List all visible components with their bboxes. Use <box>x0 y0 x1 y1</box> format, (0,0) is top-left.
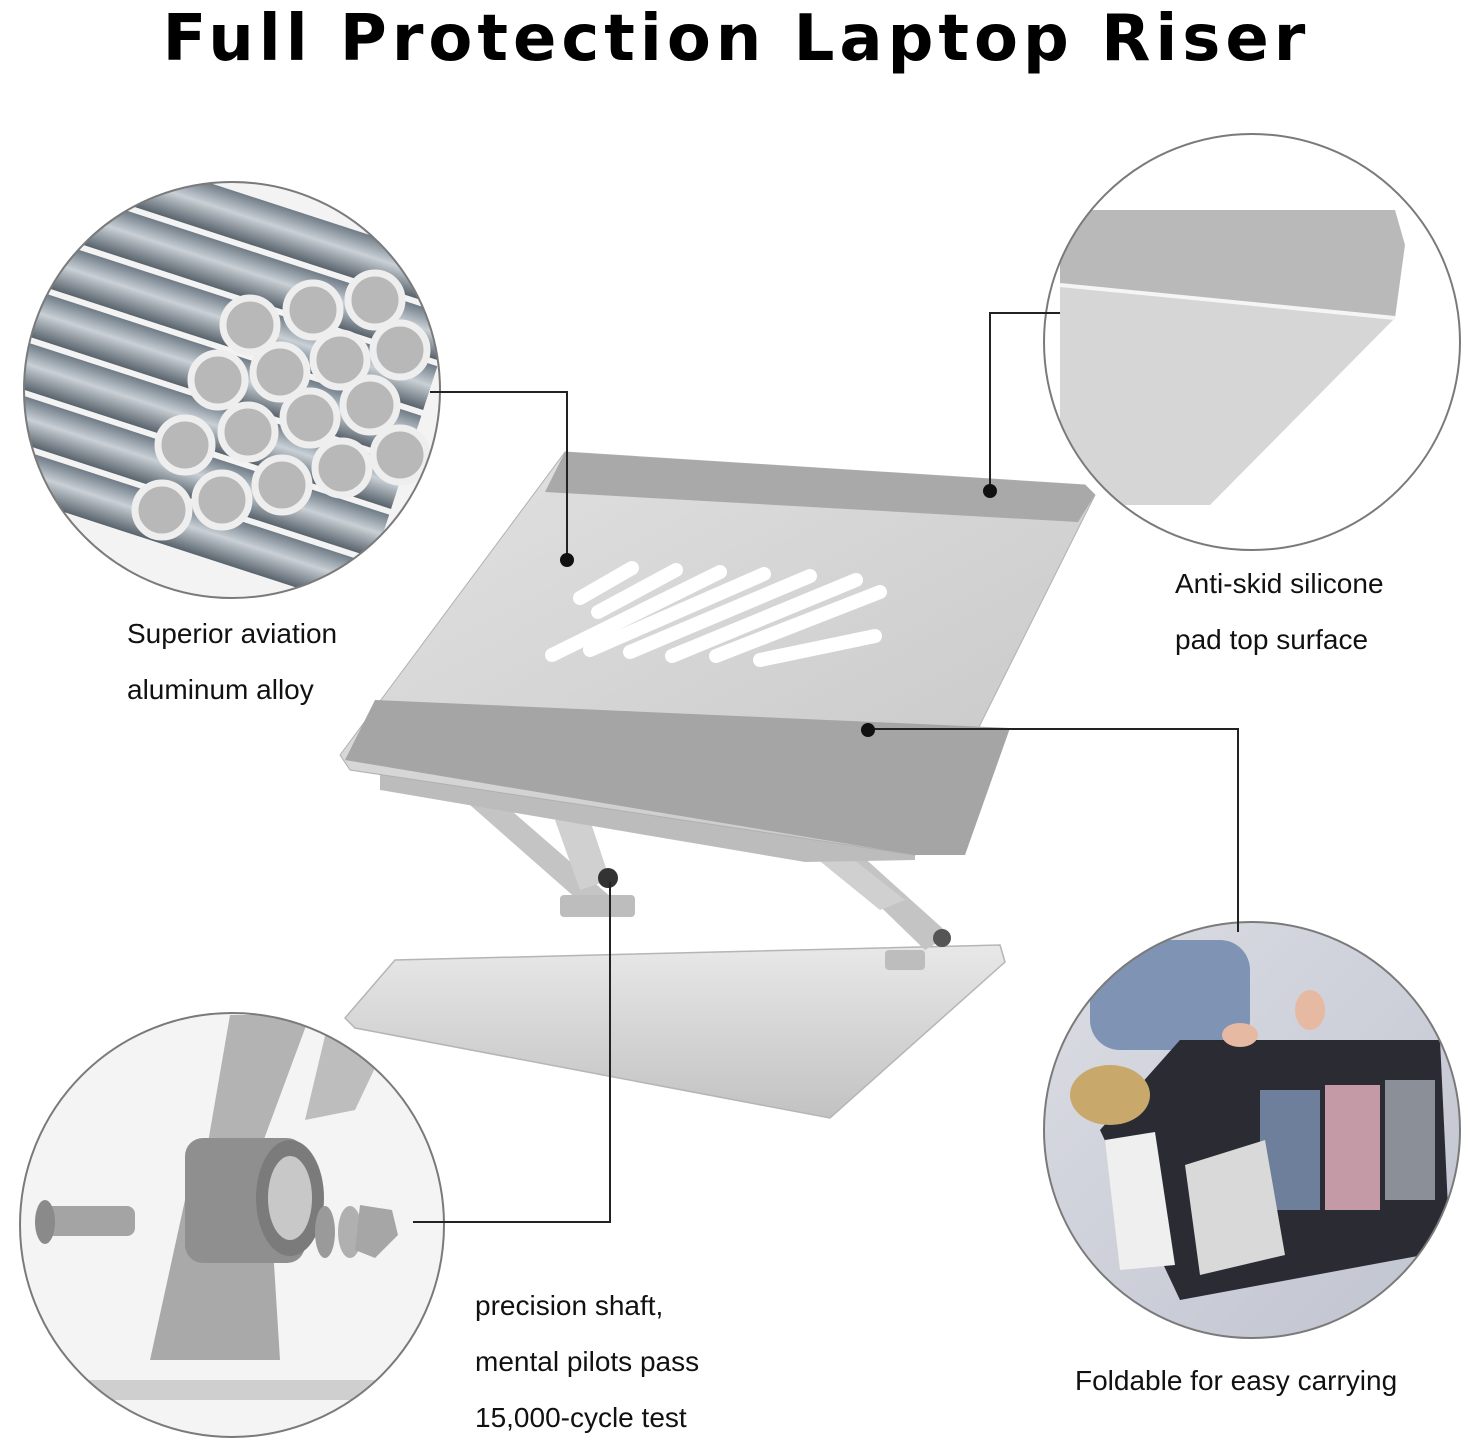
shaft-detail-circle <box>20 1013 444 1437</box>
alloy-detail-circle <box>24 182 440 598</box>
stand-base <box>343 944 1006 1119</box>
leader-lines <box>413 312 1239 1223</box>
caption-pad-line-1: Anti-skid silicone <box>1175 568 1384 599</box>
page-title: Full Protection Laptop Riser <box>162 2 1311 76</box>
caption-pad: Anti-skid silicone pad top surface <box>1175 556 1384 668</box>
caption-shaft-line-1: precision shaft, <box>475 1290 664 1321</box>
caption-alloy-line-1: Superior aviation <box>127 618 338 649</box>
caption-fold-line-1: Foldable for easy carrying <box>1075 1365 1398 1396</box>
caption-shaft: precision shaft, mental pilots pass 15,0… <box>475 1278 699 1446</box>
pad-detail-circle <box>1044 134 1460 550</box>
laptop-stand <box>339 451 1096 1119</box>
fold-detail-circle <box>1044 922 1460 1338</box>
fold-circle-border <box>1043 921 1461 1339</box>
caption-alloy-line-2: aluminum alloy <box>127 674 314 705</box>
vent-slots <box>545 561 887 667</box>
caption-fold: Foldable for easy carrying <box>1075 1353 1397 1409</box>
leader-dots <box>560 484 997 737</box>
tube-bundle <box>24 182 440 598</box>
caption-shaft-line-2: mental pilots pass <box>475 1346 700 1377</box>
caption-alloy: Superior aviation aluminum alloy <box>127 606 337 718</box>
pad-circle-border <box>1043 133 1461 551</box>
alloy-circle-border <box>23 181 441 599</box>
caption-shaft-line-3: 15,000-cycle test <box>475 1402 687 1433</box>
shaft-circle-border <box>19 1012 445 1438</box>
caption-pad-line-2: pad top surface <box>1175 624 1369 655</box>
